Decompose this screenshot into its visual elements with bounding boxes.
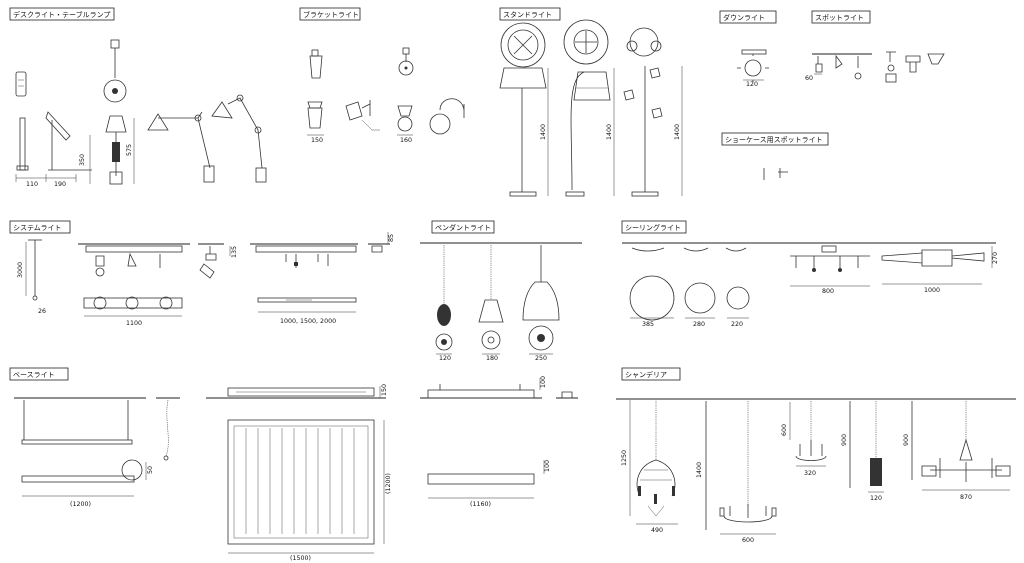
dim-base-100a: 100 — [540, 376, 547, 388]
label-system-text: システムライト — [13, 224, 61, 232]
dim-ceiling-220: 220 — [731, 321, 743, 328]
label-stand-text: スタンドライト — [503, 10, 552, 19]
dim-ceiling-1000: 1000 — [924, 287, 940, 294]
dim-ch-600: 600 — [742, 537, 754, 544]
label-system: システムライト — [9, 220, 71, 234]
dim-system-lengths: 1000, 1500, 2000 — [280, 318, 336, 325]
label-desk: デスクライト・テーブルランプ — [9, 7, 115, 21]
dim-ch-900a: 900 — [841, 434, 848, 446]
dim-bracket-150: 150 — [311, 137, 323, 144]
dim-system-135: 135 — [231, 246, 238, 258]
dim-ch-1400: 1400 — [696, 462, 703, 478]
label-ceiling: シーリングライト — [621, 220, 687, 234]
dim-ceiling-800: 800 — [822, 288, 834, 295]
base-panel-louvers — [245, 428, 355, 534]
label-spot: スポットライト — [811, 10, 871, 24]
label-base-text: ベースライト — [13, 371, 55, 379]
label-stand: スタンドライト — [499, 7, 561, 21]
dim-ceiling-385: 385 — [642, 321, 654, 328]
dim-pendant-250: 250 — [535, 355, 547, 362]
label-desk-text: デスクライト・テーブルランプ — [13, 10, 110, 19]
chandeliers: 1250 490 1400 600 600 320 900 120 — [616, 398, 1016, 544]
label-down-text: ダウンライト — [723, 13, 765, 22]
dim-system-85: 85 — [388, 234, 395, 242]
dim-ceiling-280: 280 — [693, 321, 705, 328]
pendant-lights: 120 180 250 — [420, 242, 582, 362]
desk-lights: 110 190 350 575 — [15, 39, 267, 188]
showcase-spot — [763, 168, 788, 180]
dim-system-3000: 3000 — [17, 262, 24, 278]
dim-stand-1400-b: 1400 — [606, 124, 613, 140]
label-spot-text: スポットライト — [815, 14, 864, 22]
spot-lights: 60 — [805, 51, 945, 83]
dim-base-50: 50 — [147, 466, 154, 474]
bracket-lights: 150 160 — [307, 47, 465, 144]
base-lights: (1200) 50 (1500) (1200) 150 — [14, 376, 578, 562]
dim-base-1500: (1500) — [290, 555, 311, 562]
dim-stand-1400-a: 1400 — [540, 124, 547, 140]
label-showcase-text: ショーケース用スポットライト — [725, 136, 823, 144]
dim-base-1200: (1200) — [70, 501, 91, 508]
label-base: ベースライト — [9, 367, 69, 381]
dim-ch-490: 490 — [651, 527, 663, 534]
dim-desk-110: 110 — [26, 181, 38, 188]
dim-ch-870: 870 — [960, 494, 972, 501]
dim-ch-600v: 600 — [781, 424, 788, 436]
label-down: ダウンライト — [719, 10, 777, 24]
label-pendant-text: ペンダントライト — [435, 223, 491, 232]
dim-ch-900b: 900 — [903, 434, 910, 446]
dim-desk-190: 190 — [54, 181, 66, 188]
dim-base-1160: (1160) — [470, 501, 491, 508]
dim-ceiling-270: 270 — [992, 252, 999, 264]
dim-pendant-180: 180 — [486, 355, 498, 362]
ceiling-lights: 385 280 220 800 1000 270 — [622, 242, 999, 328]
dim-bracket-160: 160 — [400, 137, 412, 144]
dim-stand-1400-c: 1400 — [674, 124, 681, 140]
dim-ch-1250: 1250 — [621, 450, 628, 466]
stand-lights: 1400 1400 1400 — [499, 19, 683, 197]
down-lights: 120 — [737, 49, 769, 88]
dim-system-1100: 1100 — [126, 320, 142, 327]
label-showcase: ショーケース用スポットライト — [721, 132, 829, 146]
label-ceiling-text: シーリングライト — [625, 223, 681, 232]
system-lights: 3000 26 1100 135 1000, 1500, 2000 — [17, 232, 395, 327]
dim-base-150: 150 — [381, 384, 388, 396]
dim-ch-120: 120 — [870, 495, 882, 502]
label-chandelier: シャンデリア — [621, 367, 681, 381]
label-pendant: ペンダントライト — [431, 220, 495, 234]
dim-spot-60: 60 — [805, 75, 813, 82]
dim-system-26: 26 — [38, 308, 46, 315]
dim-desk-350: 350 — [79, 154, 86, 166]
label-bracket: ブラケットライト — [299, 7, 361, 21]
label-bracket-text: ブラケットライト — [303, 10, 359, 19]
dim-desk-575: 575 — [126, 144, 133, 156]
label-chandelier-text: シャンデリア — [625, 370, 667, 379]
dim-ch-320: 320 — [804, 470, 816, 477]
dim-base-1200v: (1200) — [385, 473, 392, 494]
dim-base-100b: 100 — [544, 460, 551, 472]
dim-pendant-120: 120 — [439, 355, 451, 362]
dim-down-120: 120 — [746, 81, 758, 88]
